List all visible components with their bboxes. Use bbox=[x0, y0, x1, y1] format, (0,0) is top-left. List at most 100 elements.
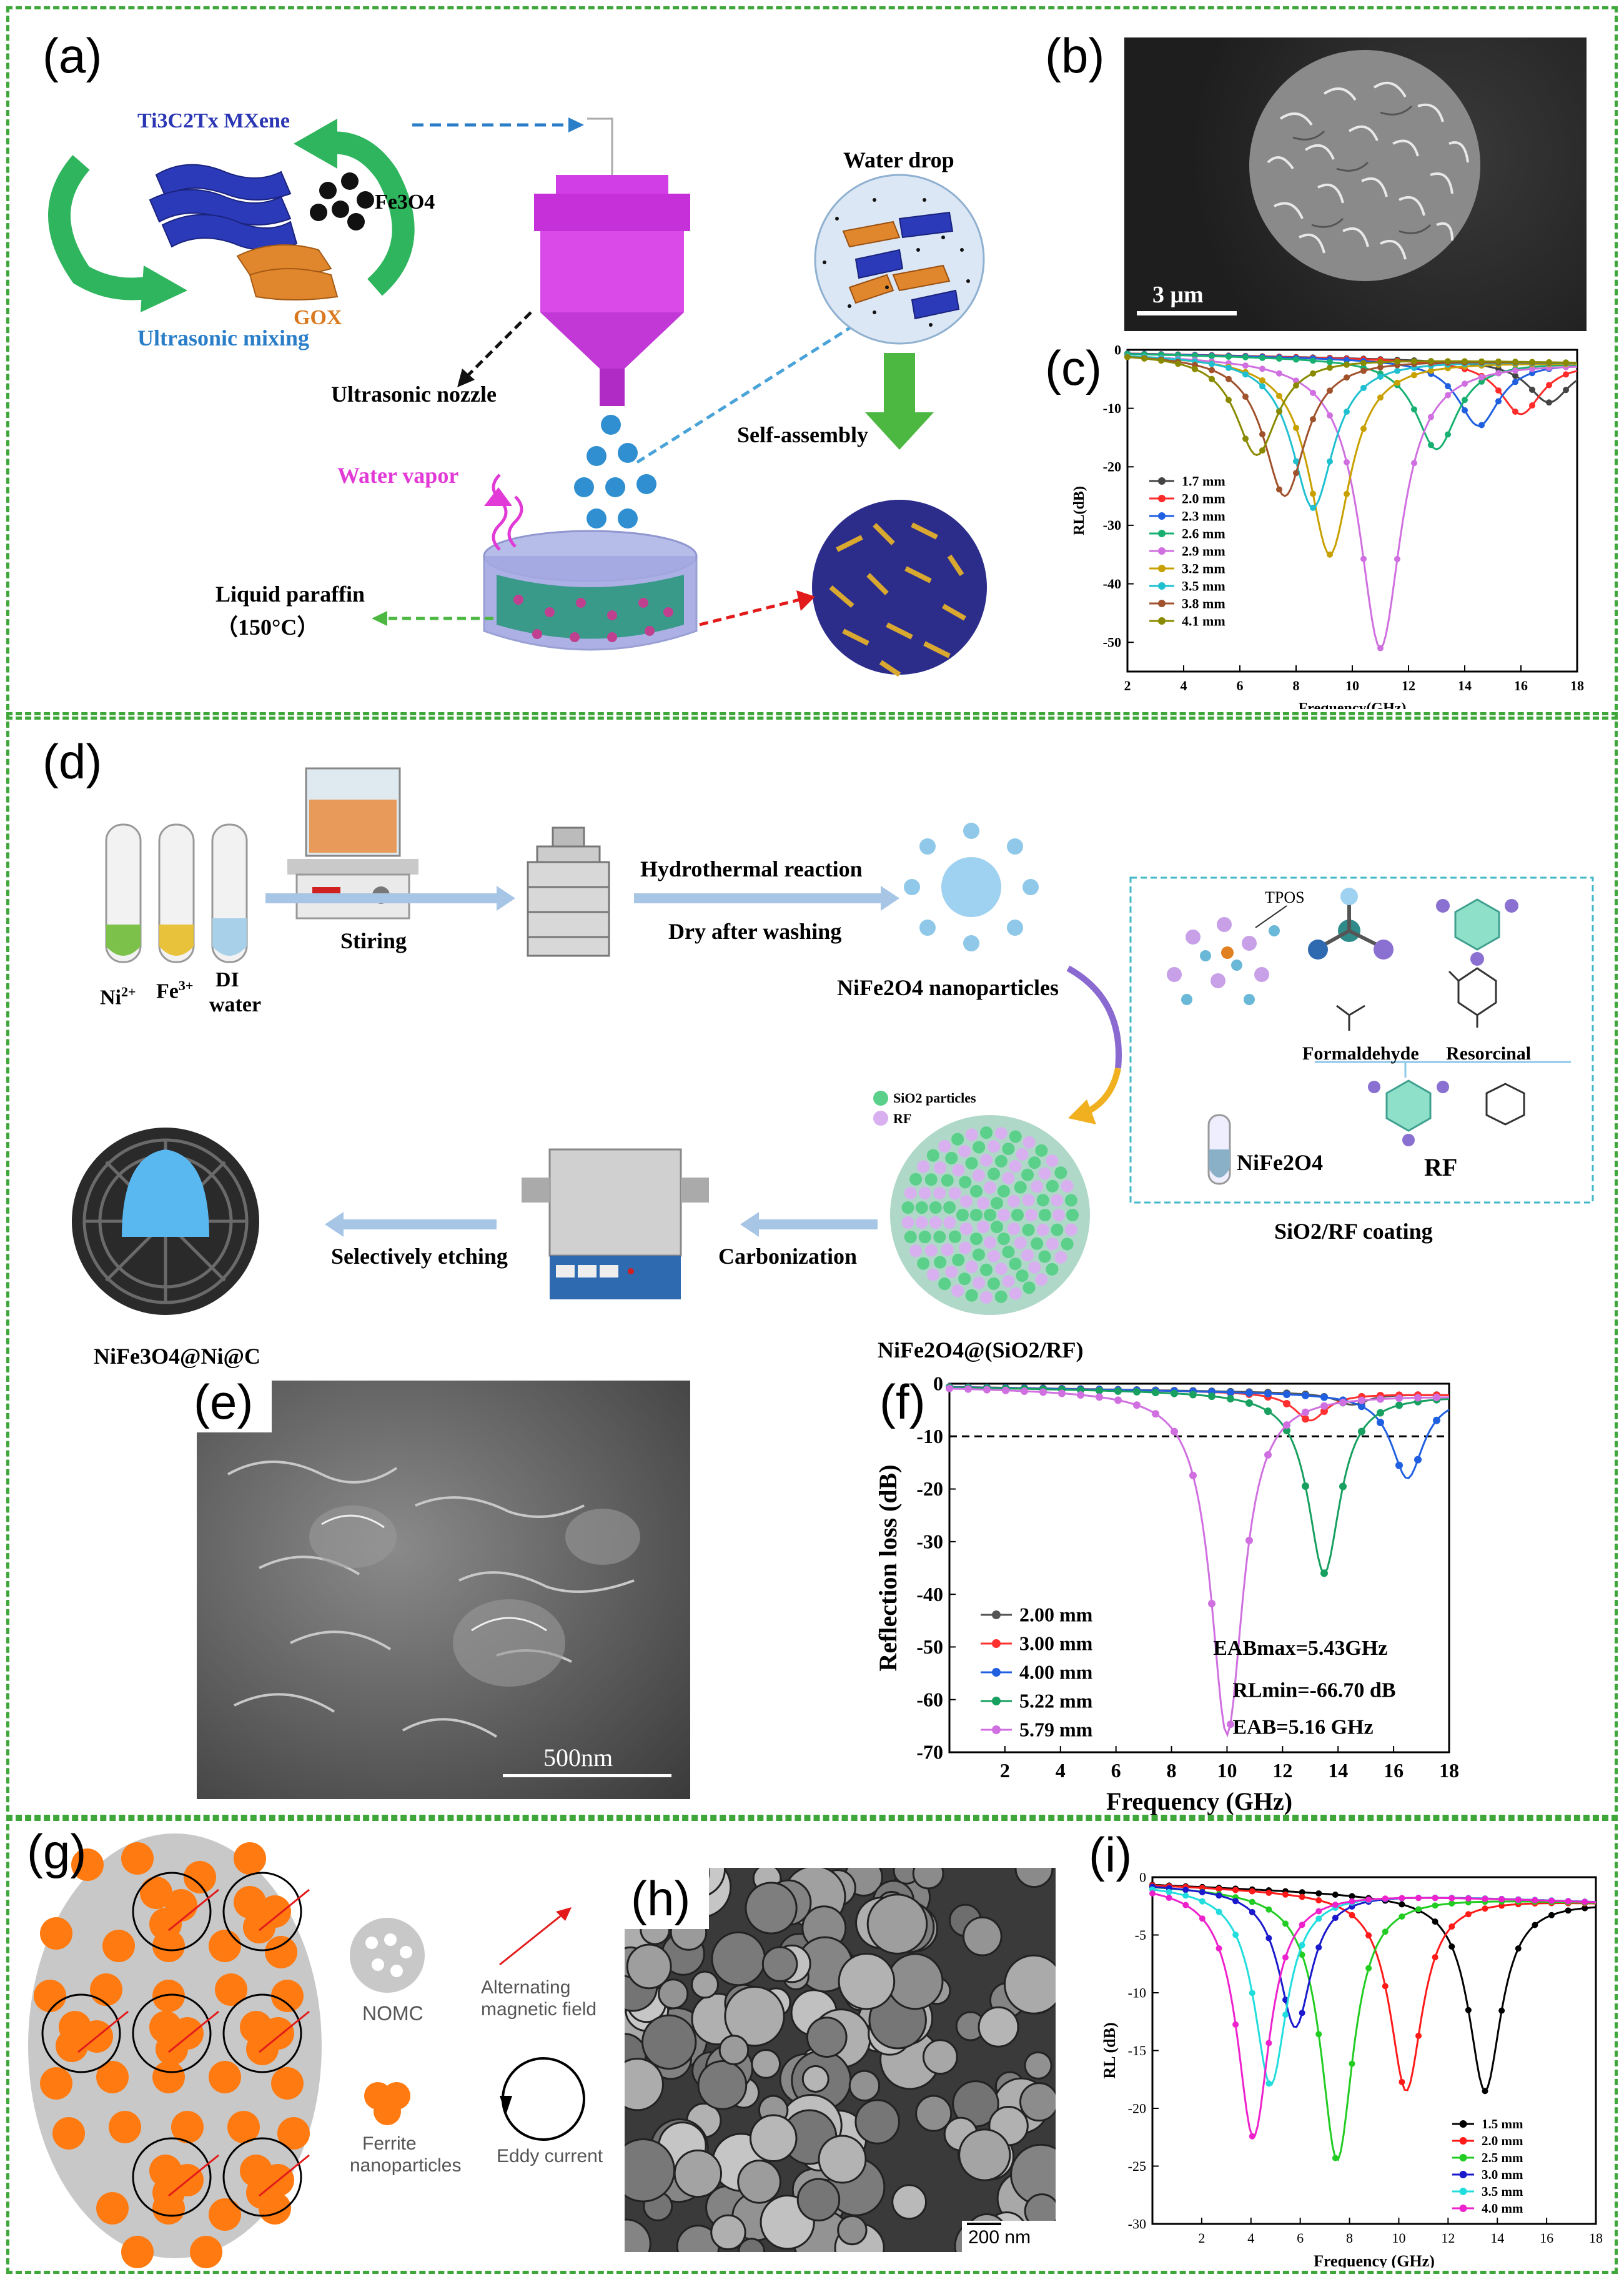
ferrite-nanoparticle bbox=[56, 2030, 88, 2062]
sio2-legend-label: SiO2 particles bbox=[893, 1090, 976, 1106]
data-point bbox=[1310, 389, 1316, 396]
data-point bbox=[1282, 1920, 1289, 1927]
ferrite-nanoparticle bbox=[227, 2111, 260, 2143]
coating-particle bbox=[941, 1243, 954, 1256]
coating-particle bbox=[965, 1157, 978, 1170]
ultrasonic-mixing-label: Ultrasonic mixing bbox=[137, 325, 309, 350]
data-point bbox=[1349, 1912, 1355, 1918]
x-axis-label: Frequency(GHz) bbox=[1299, 700, 1407, 709]
coating-particle bbox=[948, 1230, 961, 1243]
data-point bbox=[1565, 1898, 1572, 1905]
coating-particle bbox=[958, 1272, 971, 1286]
data-point bbox=[1512, 379, 1518, 385]
data-point bbox=[1546, 399, 1552, 406]
data-point bbox=[1208, 1392, 1216, 1401]
data-point bbox=[1276, 408, 1282, 415]
y-tick-label: -50 bbox=[1103, 635, 1121, 650]
data-point bbox=[1199, 1915, 1206, 1922]
data-point bbox=[1302, 1415, 1309, 1423]
x-tick-label: 16 bbox=[1514, 678, 1528, 693]
coating-particle bbox=[998, 1184, 1010, 1198]
series-line bbox=[1152, 1885, 1597, 2028]
coating-particle bbox=[1031, 1180, 1044, 1193]
data-point bbox=[1529, 386, 1535, 393]
coating-particle bbox=[984, 1236, 996, 1249]
coating-particle bbox=[994, 1263, 1008, 1276]
coating-particle bbox=[1036, 1223, 1049, 1236]
grain bbox=[963, 1916, 1003, 1957]
ferrite-nanoparticle bbox=[149, 1908, 182, 1940]
legend-label: 4.1 mm bbox=[1182, 613, 1225, 628]
data-point bbox=[1282, 1954, 1289, 1961]
data-point bbox=[1465, 2007, 1472, 2013]
data-point bbox=[1175, 360, 1181, 367]
x-tick-label: 8 bbox=[1293, 678, 1300, 693]
ferrite-nanoparticle bbox=[265, 1936, 297, 1968]
coating-particle bbox=[956, 1209, 969, 1221]
data-point bbox=[1249, 1990, 1255, 1997]
data-point bbox=[1332, 1891, 1339, 1898]
data-point bbox=[1171, 1427, 1178, 1436]
ferrite-nanoparticle bbox=[215, 1973, 247, 2006]
data-point bbox=[1149, 1890, 1156, 1897]
legend-label: 3.5 mm bbox=[1182, 578, 1225, 593]
data-point bbox=[1495, 370, 1502, 377]
grain bbox=[1014, 1868, 1054, 1888]
ferrite-nanoparticle bbox=[234, 1886, 266, 1918]
series-line bbox=[1127, 355, 1578, 650]
data-point bbox=[1358, 1396, 1365, 1404]
data-point bbox=[1225, 375, 1232, 382]
data-point bbox=[1349, 2060, 1355, 2067]
y-tick-label: -50 bbox=[916, 1635, 943, 1658]
series-line bbox=[1152, 1884, 1597, 2091]
data-point bbox=[1259, 383, 1265, 390]
series-line bbox=[1127, 356, 1578, 457]
data-point bbox=[1232, 1898, 1239, 1905]
coating-particle bbox=[1008, 1195, 1021, 1208]
data-point bbox=[1320, 1407, 1328, 1415]
grain bbox=[738, 2238, 766, 2252]
data-point bbox=[1227, 1720, 1234, 1729]
data-point bbox=[1414, 1394, 1422, 1402]
data-point bbox=[1432, 1954, 1438, 1961]
data-point bbox=[1394, 358, 1400, 365]
rf-legend-label: RF bbox=[893, 1111, 912, 1126]
coating-particle bbox=[1039, 1209, 1051, 1221]
self-assembly-label: Self-assembly bbox=[737, 422, 868, 447]
x-tick-label: 8 bbox=[1167, 1759, 1177, 1782]
data-point bbox=[1478, 374, 1485, 380]
y-tick-label: -30 bbox=[1128, 2216, 1146, 2231]
coating-particle bbox=[958, 1144, 971, 1158]
data-point bbox=[1498, 1896, 1505, 1903]
coating-particle bbox=[904, 1231, 917, 1244]
ferrite-nanoparticle bbox=[277, 2117, 310, 2150]
coating-particle bbox=[1014, 1181, 1027, 1194]
coating-particle bbox=[1009, 1159, 1022, 1173]
data-point bbox=[1259, 354, 1265, 361]
coating-particle bbox=[959, 1195, 973, 1208]
scale-bar-b bbox=[1137, 311, 1237, 315]
coating-particle bbox=[1009, 1287, 1022, 1300]
data-point bbox=[1265, 1906, 1272, 1913]
grain bbox=[745, 1882, 798, 1935]
data-point bbox=[1249, 1908, 1255, 1915]
data-point bbox=[1310, 504, 1316, 511]
x-tick-label: 18 bbox=[1589, 2230, 1603, 2246]
series-line bbox=[1152, 1883, 1597, 2093]
data-point bbox=[1302, 1408, 1309, 1416]
x-tick-label: 2 bbox=[1124, 678, 1131, 693]
legend-marker bbox=[1459, 2120, 1467, 2128]
data-point bbox=[1096, 1393, 1103, 1401]
coating-particle bbox=[943, 1201, 956, 1214]
coating-particle bbox=[965, 1128, 978, 1141]
data-point bbox=[1264, 1389, 1272, 1397]
coating-particle bbox=[973, 1141, 986, 1154]
panel-b-label: (b) bbox=[1040, 31, 1110, 80]
ferrite-nanoparticle bbox=[209, 2198, 241, 2231]
data-point bbox=[1563, 371, 1569, 378]
data-point bbox=[1394, 367, 1400, 374]
legend-label: 3.00 mm bbox=[1019, 1632, 1093, 1655]
annotation-rl-min: RLmin=-66.70 dB bbox=[1232, 1679, 1395, 1702]
data-point bbox=[1377, 364, 1384, 370]
